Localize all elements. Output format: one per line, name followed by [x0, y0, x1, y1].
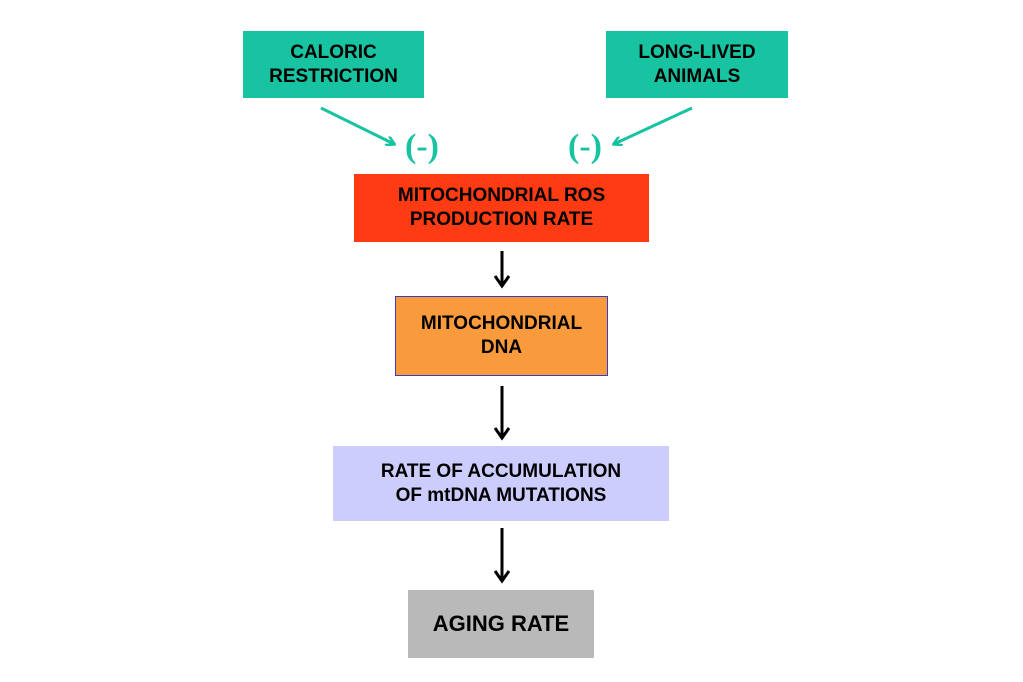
longlived-to-ros-arrow	[614, 106, 693, 144]
mitochondrial-dna-label: MITOCHONDRIAL DNA	[420, 313, 583, 358]
inhibition-mark-right: (-)	[568, 128, 602, 165]
long-lived-animals-box: LONG-LIVED ANIMALS	[606, 31, 788, 98]
mutation-accumulation-label: RATE OF ACCUMULATION OF mtDNA MUTATIONS	[380, 460, 622, 506]
aging-rate-box: AGING RATE	[408, 590, 594, 658]
inhibition-mark-left: (-)	[405, 128, 439, 165]
caloric-restriction-box: CALORIC RESTRICTION	[243, 31, 424, 98]
accum-to-aging-arrowhead	[493, 570, 511, 584]
aging-rate-label: AGING RATE	[432, 611, 570, 637]
mutation-accumulation-box: RATE OF ACCUMULATION OF mtDNA MUTATIONS	[333, 446, 669, 521]
ros-production-label: MITOCHONDRIAL ROS PRODUCTION RATE	[397, 185, 606, 230]
long-lived-animals-label: LONG-LIVED ANIMALS	[638, 41, 756, 87]
mitochondrial-dna-box: MITOCHONDRIAL DNA	[395, 296, 608, 376]
mtdna-to-accum-arrowhead	[493, 427, 511, 441]
caloric-to-ros-arrow	[320, 106, 394, 144]
caloric-restriction-label: CALORIC RESTRICTION	[269, 41, 398, 87]
ros-to-mtdna-arrowhead	[493, 275, 511, 289]
ros-production-box: MITOCHONDRIAL ROS PRODUCTION RATE	[354, 174, 649, 242]
